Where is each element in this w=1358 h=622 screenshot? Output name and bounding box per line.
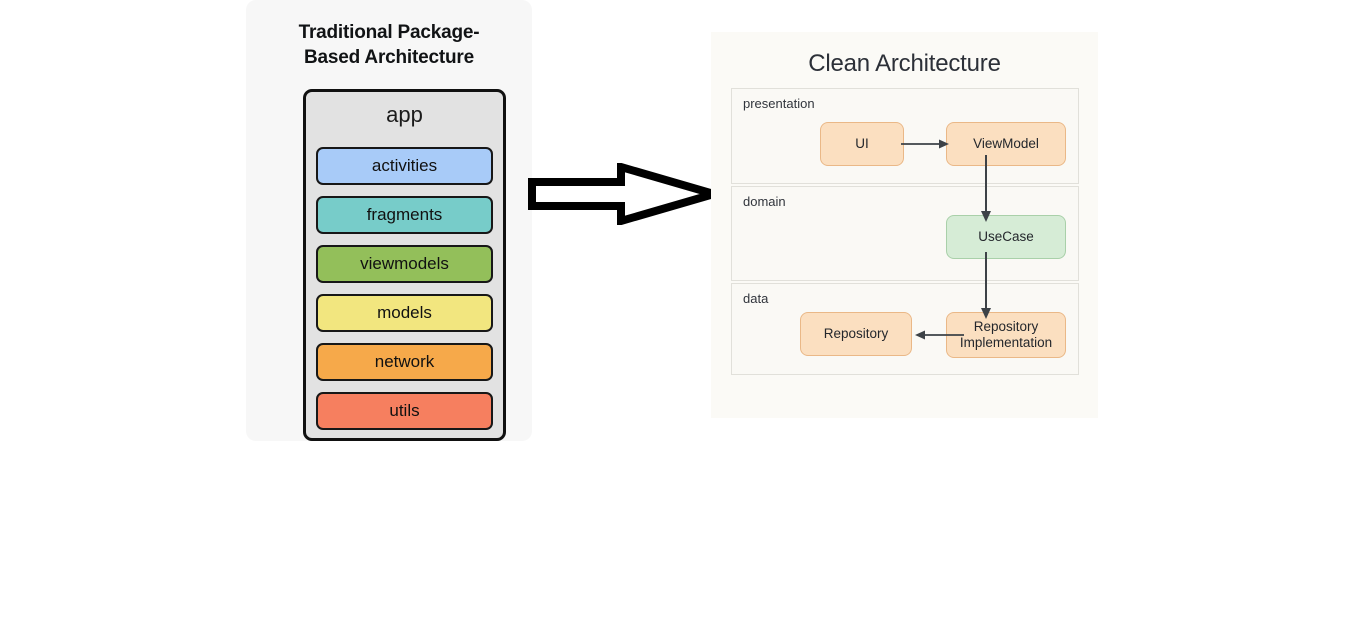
app-package-container: app activities fragments viewmodels mode… (303, 89, 506, 441)
package-item-fragments: fragments (316, 196, 493, 234)
package-label-fragments: fragments (366, 205, 443, 224)
layer-label-presentation: presentation (743, 96, 815, 111)
node-usecase: UseCase (946, 215, 1066, 259)
traditional-architecture-title-line1: Traditional Package- (298, 22, 480, 43)
layer-presentation: presentation UI ViewModel (731, 88, 1079, 184)
node-label-repository-implementation-line1: Repository (973, 319, 1039, 334)
package-item-activities: activities (316, 147, 493, 185)
package-list: activities fragments viewmodels models n… (316, 147, 493, 441)
package-item-network: network (316, 343, 493, 381)
node-label-ui: UI (855, 136, 869, 151)
app-package-label: app (386, 102, 423, 127)
clean-architecture-title: Clean Architecture (808, 50, 1001, 77)
traditional-architecture-title-line2: Based Architecture (304, 47, 474, 68)
node-label-viewmodel: ViewModel (973, 136, 1039, 151)
package-label-models: models (377, 303, 432, 322)
layer-label-domain: domain (743, 194, 786, 209)
clean-architecture-panel: Clean Architecture presentation UI ViewM… (711, 32, 1098, 418)
node-label-usecase: UseCase (978, 229, 1034, 244)
connector-ui-to-viewmodel-arrow-icon (901, 139, 949, 149)
connector-usecase-to-repositoryimpl-arrow-icon (981, 252, 991, 319)
connector-repositoryimpl-to-repository-arrow-icon (915, 330, 964, 340)
package-label-utils: utils (389, 401, 420, 420)
package-item-viewmodels: viewmodels (316, 245, 493, 283)
package-item-models: models (316, 294, 493, 332)
layer-label-data: data (743, 291, 769, 306)
package-item-utils: utils (316, 392, 493, 430)
node-label-repository-implementation-line2: Implementation (959, 335, 1053, 350)
package-label-activities: activities (371, 156, 438, 175)
layer-domain: domain UseCase (731, 186, 1079, 281)
node-repository: Repository (800, 312, 912, 356)
connector-viewmodel-to-usecase-arrow-icon (981, 155, 991, 222)
package-label-network: network (374, 352, 435, 371)
traditional-architecture-panel: Traditional Package- Based Architecture … (246, 0, 532, 441)
node-label-repository: Repository (823, 326, 889, 341)
traditional-architecture-title: Traditional Package- Based Architecture (246, 20, 532, 70)
node-ui: UI (820, 122, 904, 166)
block-arrow-right-icon (528, 163, 718, 225)
layer-data: data Repository Repository Implementatio… (731, 283, 1079, 375)
package-label-viewmodels: viewmodels (360, 254, 449, 273)
node-viewmodel: ViewModel (946, 122, 1066, 166)
node-label-repository-implementation: Repository Implementation (960, 319, 1052, 351)
